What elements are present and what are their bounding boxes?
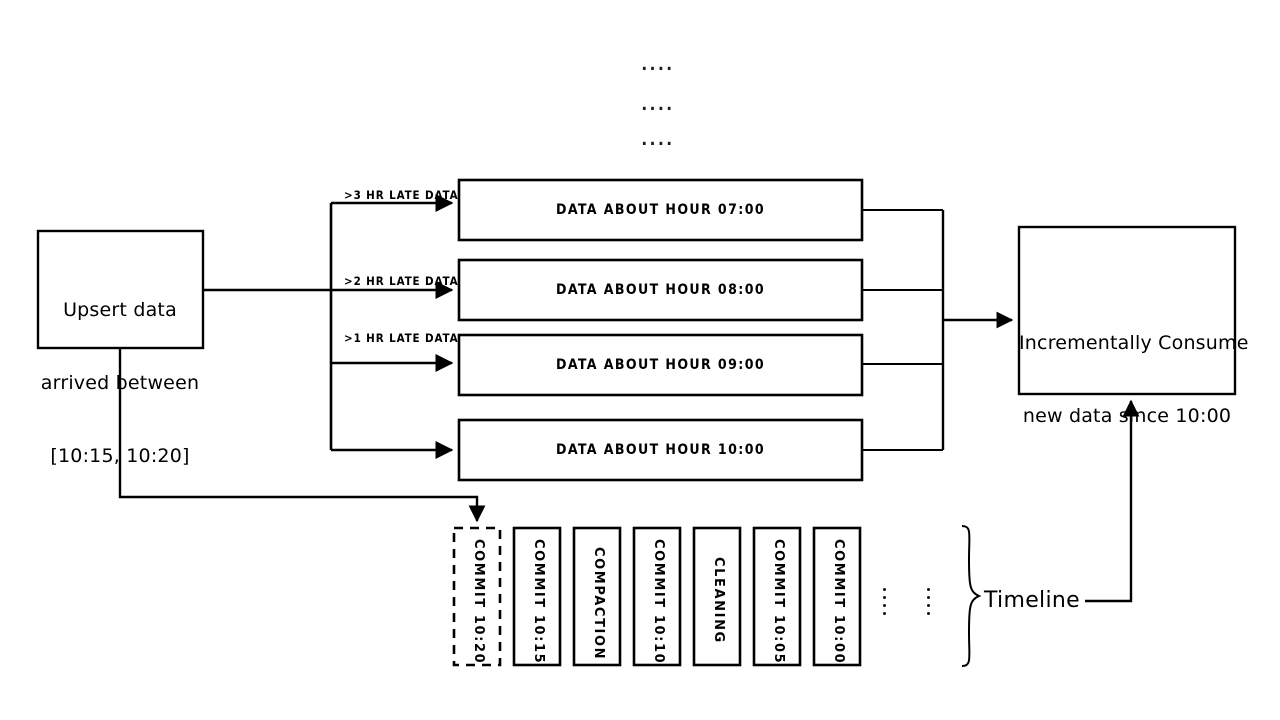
timeline-label-commit-1015: COMMIT 10:15 bbox=[531, 539, 546, 665]
edge-label-late-3hr: >3 HR LATE DATA bbox=[344, 188, 459, 202]
timeline-box-commit-1005 bbox=[752, 526, 802, 667]
consumer-box-text: Incrementally Consume new data since 10:… bbox=[1019, 282, 1249, 477]
hour-box-07 bbox=[457, 178, 864, 242]
source-box-text: Upsert data arrived between [10:15, 10:2… bbox=[37, 249, 203, 516]
hour-box-label-08: DATA ABOUT HOUR 08:00 bbox=[555, 282, 766, 298]
connector-timeline-to-consumer bbox=[1085, 399, 1140, 603]
timeline-bracket-label: Timeline bbox=[984, 588, 1080, 613]
timeline-label-commit-1010: COMMIT 10:10 bbox=[651, 539, 666, 665]
timeline-box-commit-1015 bbox=[512, 526, 562, 667]
connector-source-to-commit bbox=[118, 348, 486, 523]
source-box-line-1: Upsert data bbox=[63, 298, 177, 321]
consumer-box bbox=[1017, 225, 1237, 396]
timeline-ellipsis-2 bbox=[927, 588, 931, 620]
timeline-label-compaction: COMPACTION bbox=[591, 547, 606, 661]
hour-box-08 bbox=[457, 258, 864, 322]
timeline-label-commit-1000: COMMIT 10:00 bbox=[831, 539, 846, 665]
timeline-box-commit-1020 bbox=[452, 526, 502, 667]
timeline-box-cleaning bbox=[692, 526, 742, 667]
overflow-dots-3: .... bbox=[641, 130, 675, 150]
timeline-label-commit-1005: COMMIT 10:05 bbox=[771, 539, 786, 665]
timeline-label-commit-1020: COMMIT 10:20 bbox=[471, 539, 486, 665]
source-box bbox=[36, 229, 205, 350]
overflow-dots-2: .... bbox=[641, 95, 675, 115]
hour-box-label-09: DATA ABOUT HOUR 09:00 bbox=[555, 357, 766, 373]
timeline-label-cleaning: CLEANING bbox=[711, 557, 726, 644]
source-box-line-3: [10:15, 10:20] bbox=[50, 444, 190, 467]
timeline-box-commit-1000 bbox=[812, 526, 862, 667]
timeline-brace bbox=[961, 525, 982, 667]
consumer-box-line-1: Incrementally Consume bbox=[1019, 331, 1249, 354]
consumer-box-line-2: new data since 10:00 bbox=[1022, 404, 1232, 427]
edge-label-late-2hr: >2 HR LATE DATA bbox=[344, 274, 459, 288]
timeline-box-commit-1010 bbox=[632, 526, 682, 667]
timeline-ellipsis-1 bbox=[883, 588, 887, 620]
edge-label-late-1hr: >1 HR LATE DATA bbox=[344, 331, 459, 345]
source-box-line-2: arrived between bbox=[40, 371, 200, 394]
overflow-dots-1: .... bbox=[641, 55, 675, 75]
hour-box-label-10: DATA ABOUT HOUR 10:00 bbox=[555, 442, 766, 458]
hour-box-label-07: DATA ABOUT HOUR 07:00 bbox=[555, 202, 766, 218]
timeline-box-compaction bbox=[572, 526, 622, 667]
hour-box-10 bbox=[457, 418, 864, 482]
